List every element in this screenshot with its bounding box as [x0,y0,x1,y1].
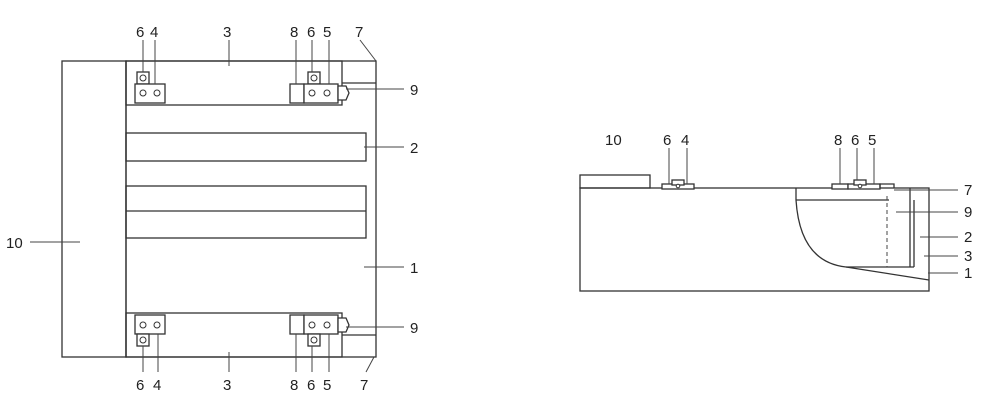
label-bottom-6b: 6 [307,377,315,394]
clamp-bottom-right [289,314,350,347]
label-top-6b: 6 [307,24,315,41]
clamp-hole [139,321,147,329]
screw-dot [310,74,318,82]
label-top-8: 8 [290,24,298,41]
clamp-hole [323,321,331,329]
clamp-top-left [134,71,166,104]
label-2: 2 [964,229,972,246]
label-6b: 6 [851,132,859,149]
label-10: 10 [6,235,23,252]
part-10-block [61,60,127,358]
clamp-hole [323,89,331,97]
label-top-7: 7 [355,24,363,41]
top-view-leaders [30,39,404,373]
clamp-hole [308,321,316,329]
label-3: 3 [964,248,972,265]
clamp-bottom-left [134,314,166,347]
top-view: 10 1 2 9 9 6 4 3 8 6 5 7 6 4 3 8 6 5 7 [6,24,418,394]
label-8: 8 [834,132,842,149]
part-1-curved-groove [795,188,930,281]
label-top-5: 5 [323,24,331,41]
part-2-slot-lower [125,185,367,239]
side-view: 10 6 4 8 6 5 7 9 2 3 1 [579,132,972,292]
screw-dot [310,336,318,344]
side-view-leaders [668,148,958,274]
part-1-body [579,187,930,292]
part-8-stop [289,314,305,335]
part-9-pin [337,317,350,333]
clamp-hole [153,321,161,329]
screw-dot [675,183,681,189]
screw-dot [139,336,147,344]
label-2: 2 [410,140,418,157]
label-top-3: 3 [223,24,231,41]
label-10: 10 [605,132,622,149]
label-bottom-5: 5 [323,377,331,394]
label-9: 9 [964,204,972,221]
clamp-hole [153,89,161,97]
part-2-slot-upper [125,132,367,162]
label-5: 5 [868,132,876,149]
label-9-top: 9 [410,82,418,99]
part-10-block [579,174,651,189]
screw-dot [857,183,863,189]
label-bottom-6a: 6 [136,377,144,394]
label-4: 4 [681,132,689,149]
label-9-bottom: 9 [410,320,418,337]
clamp-hole [139,89,147,97]
screw-dot [139,74,147,82]
label-bottom-8: 8 [290,377,298,394]
label-7: 7 [964,182,972,199]
label-top-6a: 6 [136,24,144,41]
label-1: 1 [410,260,418,277]
part-9-pin [337,85,350,101]
clamp-top-right [289,71,350,104]
part-8-stop [289,83,305,104]
part-4-clamp-block [134,83,166,104]
part-4-clamp-block [134,314,166,335]
label-1: 1 [964,265,972,282]
clamp-hole [308,89,316,97]
part-7-step [879,183,895,188]
label-bottom-3: 3 [223,377,231,394]
part-8-stop [831,183,849,190]
label-bottom-4: 4 [153,377,161,394]
label-bottom-7: 7 [360,377,368,394]
label-top-4: 4 [150,24,158,41]
label-6a: 6 [663,132,671,149]
